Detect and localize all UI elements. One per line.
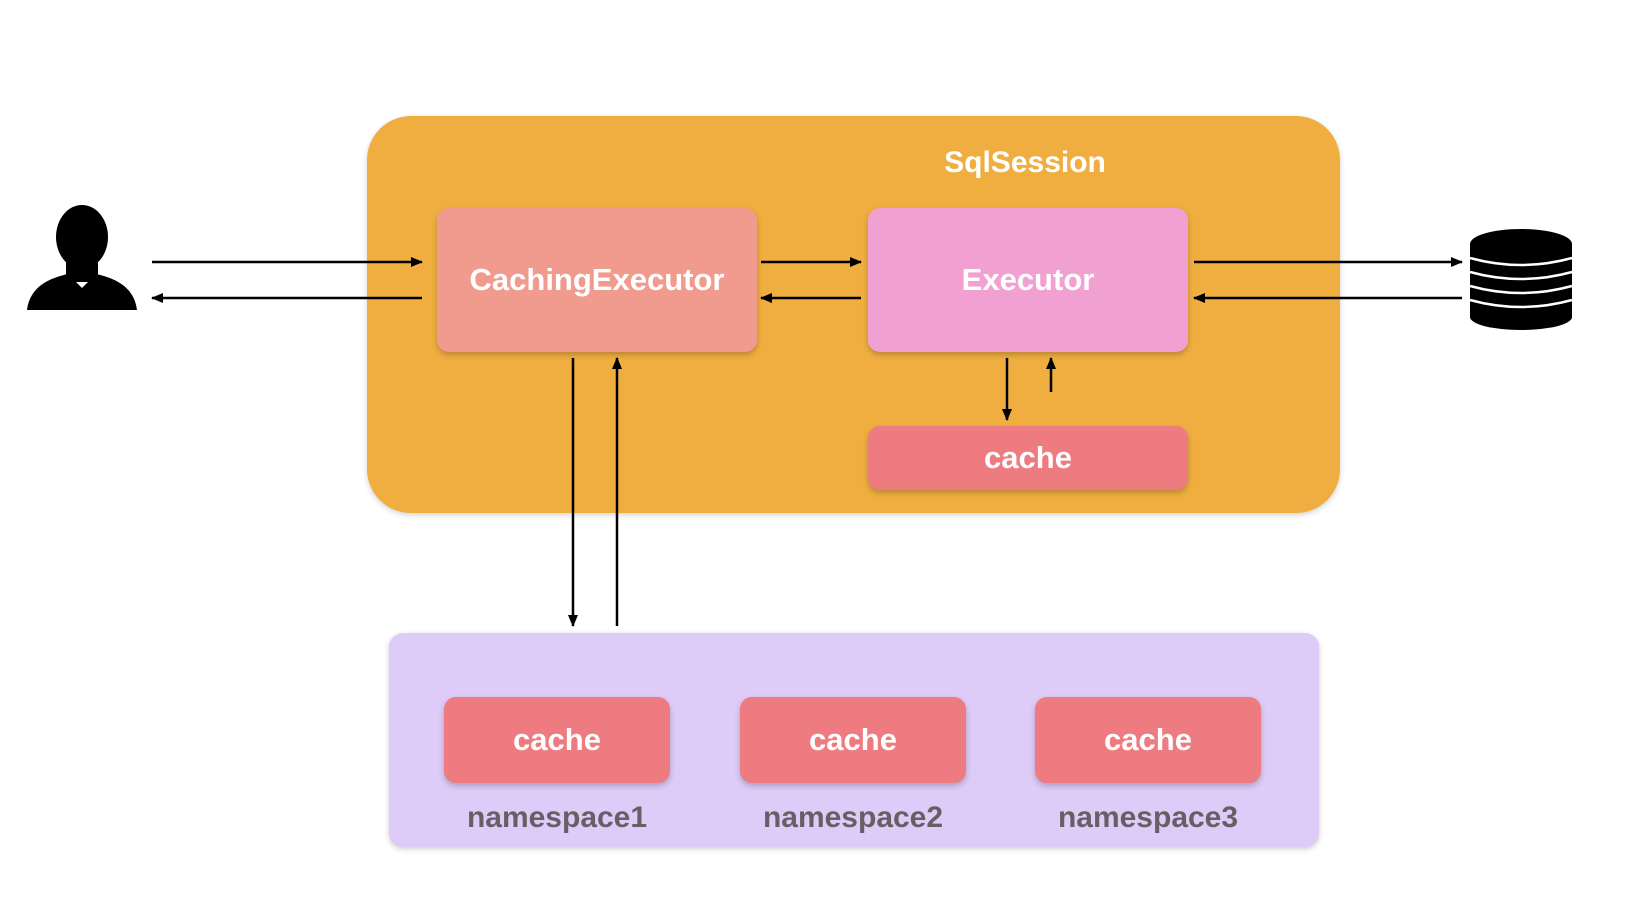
executor-box: Executor: [868, 208, 1188, 352]
caching-executor-box: CachingExecutor: [437, 208, 757, 352]
namespace2-cache-box: cache: [740, 697, 966, 783]
namespace3-label: namespace3: [1057, 801, 1239, 834]
database-stack-icon: [1469, 229, 1573, 330]
local-cache-box: cache: [868, 426, 1188, 490]
namespace2-label: namespace2: [762, 801, 944, 834]
namespace1-cache-box: cache: [444, 697, 670, 783]
namespace3-cache-box: cache: [1035, 697, 1261, 783]
namespace1-label: namespace1: [466, 801, 648, 834]
sqlsession-title: SqlSession: [944, 146, 1106, 179]
user-silhouette-icon: [27, 205, 137, 310]
